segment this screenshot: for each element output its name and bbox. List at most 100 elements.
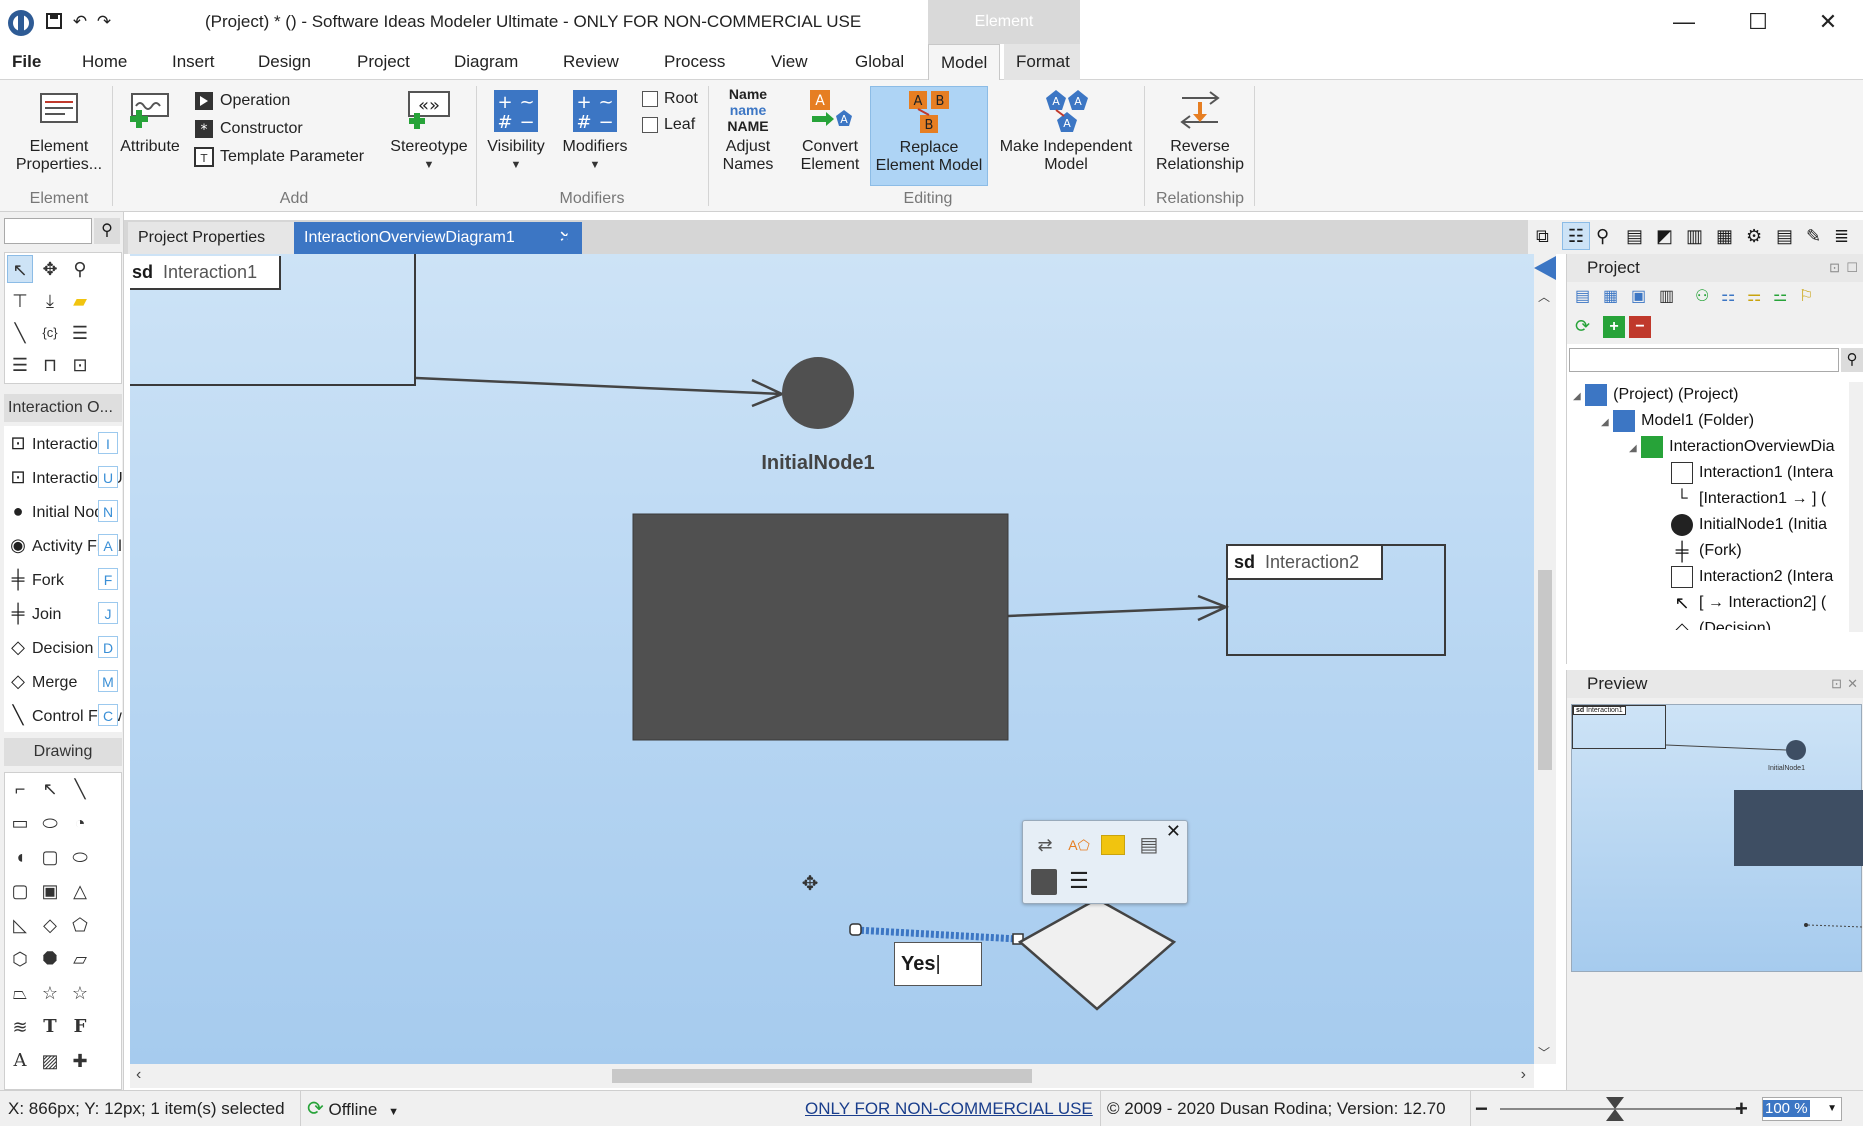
pie-tool-icon[interactable]: ◖ <box>7 843 33 871</box>
template-parameter-button[interactable]: TTemplate Parameter <box>194 144 364 170</box>
tool-interaction-use[interactable]: ⊡Interaction UseU <box>4 460 122 494</box>
replace-element-model-button[interactable]: ABB Replace Element Model <box>870 86 988 186</box>
diagram-canvas[interactable]: ✥ sdInteraction1 InitialNode1 sdInteract… <box>130 254 1534 1064</box>
zoom-in-icon[interactable]: + <box>1735 1091 1748 1126</box>
tree-item-diagram[interactable]: ◢ InteractionOverviewDia <box>1629 434 1835 460</box>
undo-icon[interactable]: ↶ <box>70 12 90 32</box>
pin-icon[interactable]: ⧉ <box>1536 226 1549 247</box>
tree-item-decision[interactable]: ◇(Decision) <box>1671 616 1771 630</box>
tool-merge[interactable]: ◇MergeM <box>4 664 122 698</box>
constructor-button[interactable]: *Constructor <box>194 116 303 142</box>
tree-item-flow1[interactable]: └[Interaction1 → ] ( <box>1671 486 1826 512</box>
properties-view-icon[interactable]: ▤ <box>1626 226 1643 247</box>
label-tool-icon[interactable]: A <box>7 1047 33 1075</box>
add-diagram-icon[interactable]: ▤ <box>1575 286 1590 306</box>
tab-global[interactable]: Global <box>843 44 916 80</box>
tool-fork[interactable]: ╪ForkF <box>4 562 122 596</box>
leaf-checkbox[interactable]: Leaf <box>642 112 695 138</box>
diamond-tool-icon[interactable]: ◇ <box>37 911 63 939</box>
preview-viewport[interactable]: sd Interaction1 InitialNode1 <box>1571 704 1862 972</box>
modifiers-button[interactable]: +~#− Modifiers ▼ <box>556 86 634 174</box>
operation-button[interactable]: Operation <box>194 88 290 114</box>
rounded-box-tool-icon[interactable]: ▢ <box>7 877 33 905</box>
convert-element-icon[interactable]: A⬠ <box>1065 831 1093 859</box>
reverse-relationship-button[interactable]: Reverse Relationship <box>1150 86 1250 174</box>
close-button[interactable]: ✕ <box>1800 0 1856 44</box>
folder-icon[interactable] <box>1101 835 1125 855</box>
connector-handle[interactable] <box>850 924 861 935</box>
tab-project[interactable]: Project <box>345 44 422 80</box>
add-tab-icon[interactable]: + <box>556 224 582 250</box>
tab-home[interactable]: Home <box>70 44 139 80</box>
frame-box-tool-icon[interactable]: ▣ <box>37 877 63 905</box>
connector-label-editor[interactable]: Yes| <box>894 942 982 986</box>
tool-join[interactable]: ╪JoinJ <box>4 596 122 630</box>
element-properties-button[interactable]: Element Properties... <box>10 86 108 174</box>
tool-decision[interactable]: ◇DecisionD <box>4 630 122 664</box>
offline-status[interactable]: ⟳ Offline ▼ <box>300 1091 399 1126</box>
visibility-button[interactable]: +~#− Visibility ▼ <box>482 86 550 174</box>
toolbox-search-input[interactable] <box>4 218 92 244</box>
stack-view-icon[interactable]: ≣ <box>1834 226 1849 247</box>
expand-all-icon[interactable]: + <box>1603 316 1625 338</box>
scroll-down-icon[interactable]: ﹀ <box>1538 1044 1550 1061</box>
canvas-horizontal-scrollbar[interactable]: ‹ › <box>130 1064 1534 1088</box>
pointer-tool-icon[interactable]: ↖ <box>7 255 33 283</box>
tool-activity-final[interactable]: ◉Activity FinalA <box>4 528 122 562</box>
window-icon[interactable]: ▤ <box>1135 831 1163 859</box>
flow-interaction1-to-initial[interactable] <box>416 378 782 394</box>
line-style-icon[interactable]: ☰ <box>1065 867 1093 895</box>
redo-icon[interactable]: ↷ <box>94 12 114 32</box>
triangle-tool-icon[interactable]: △ <box>67 877 93 905</box>
line-draw-tool-icon[interactable]: ╲ <box>67 775 93 803</box>
zoom-tool-icon[interactable]: ⚲ <box>67 255 93 283</box>
arrow-tool-icon[interactable]: ↖ <box>37 775 63 803</box>
constraint-tool-icon[interactable]: {c} <box>37 319 63 347</box>
right-triangle-tool-icon[interactable]: ◺ <box>7 911 33 939</box>
parallelogram-tool-icon[interactable]: ▱ <box>67 945 93 973</box>
tab-process[interactable]: Process <box>652 44 737 80</box>
tab-file[interactable]: File <box>0 44 53 80</box>
section-drawing[interactable]: Drawing <box>4 738 122 766</box>
stats-view-icon[interactable]: ▦ <box>1716 226 1733 247</box>
tab-format[interactable]: Format <box>1004 44 1080 80</box>
tab-insert[interactable]: Insert <box>160 44 227 80</box>
zoom-level-select[interactable]: 100 % ▼ <box>1762 1097 1842 1121</box>
search-icon[interactable]: ⚲ <box>1841 348 1863 372</box>
filter-icon[interactable]: ⚍ <box>1773 286 1787 306</box>
project-tree-view-icon[interactable]: ☷ <box>1562 222 1590 250</box>
hierarchy-icon[interactable]: ⚏ <box>1721 286 1735 306</box>
image-tool-icon[interactable]: ▨ <box>37 1047 63 1075</box>
cross-tool-icon[interactable]: ✚ <box>67 1047 93 1075</box>
add-folder-icon[interactable]: ▦ <box>1603 286 1618 306</box>
collapse-all-icon[interactable]: − <box>1629 316 1651 338</box>
tree-item-project[interactable]: ◢ (Project) (Project) <box>1573 382 1739 408</box>
settings-view-icon[interactable]: ⚙ <box>1746 226 1762 247</box>
reverse-relationship-icon[interactable]: ⇄ <box>1031 831 1059 859</box>
pin-icon[interactable]: ⊡ <box>1831 670 1842 698</box>
tree-item-fork[interactable]: ╪(Fork) <box>1671 538 1742 564</box>
tab-view[interactable]: View <box>759 44 820 80</box>
tree-item-initial-node[interactable]: InitialNode1 (Initia <box>1671 512 1827 538</box>
octagon-tool-icon[interactable]: ⯃ <box>37 945 63 973</box>
tool-control-flow[interactable]: ╲Control FlowC <box>4 698 122 732</box>
arc-tool-icon[interactable]: ◔ <box>67 809 93 837</box>
stereotype-button[interactable]: «» Stereotype ▼ <box>388 86 470 174</box>
pentagon-tool-icon[interactable]: ⬠ <box>67 911 93 939</box>
scroll-left-icon[interactable]: ‹ <box>136 1066 141 1084</box>
group-icon[interactable]: ⚇ <box>1695 286 1709 306</box>
tree-scrollbar[interactable] <box>1849 382 1863 632</box>
vertical-scroll-thumb[interactable] <box>1538 570 1552 770</box>
badge-tool-icon[interactable]: ☆ <box>37 979 63 1007</box>
tab-design[interactable]: Design <box>246 44 323 80</box>
attribute-button[interactable]: Attribute <box>118 86 182 156</box>
format-painter-icon[interactable]: ⊤ <box>7 287 33 315</box>
notes-view-icon[interactable]: ▥ <box>1686 226 1703 247</box>
close-toolbar-icon[interactable]: ✕ <box>1166 821 1181 842</box>
interaction1-frame[interactable]: sdInteraction1 <box>130 254 416 386</box>
fill-color-icon[interactable] <box>1031 869 1057 895</box>
freehand-tool-icon[interactable]: ≋ <box>7 1013 33 1041</box>
style-view-icon[interactable]: ◩ <box>1656 226 1673 247</box>
selected-flow[interactable] <box>856 930 1018 939</box>
list-tool-icon[interactable]: ☰ <box>67 319 93 347</box>
